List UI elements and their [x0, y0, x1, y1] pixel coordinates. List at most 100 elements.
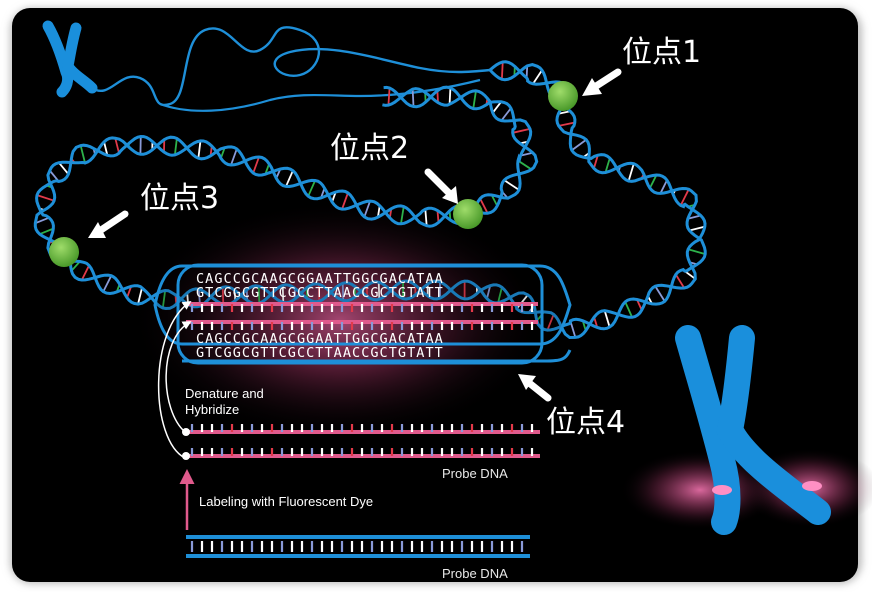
site-arrow-2 — [424, 168, 454, 198]
helix-rung — [103, 141, 109, 156]
probe-end-dot — [182, 428, 190, 436]
helix-rung — [58, 162, 70, 175]
site-label-2: 位点2 — [330, 131, 409, 166]
helix-rung — [387, 88, 391, 106]
dna-helix — [33, 60, 707, 340]
helix-rung — [448, 87, 452, 105]
helix-rung — [79, 145, 86, 164]
helix-rung — [252, 156, 260, 174]
helix-rung — [174, 138, 178, 155]
helix-rung — [532, 69, 543, 85]
helix-rung — [317, 284, 321, 302]
labeling-label: Labeling with Fluorescent Dye — [199, 494, 373, 509]
helix-rung — [500, 107, 512, 122]
probe-end-dot — [182, 452, 190, 460]
helix-rung — [687, 248, 706, 255]
helix-rung — [516, 294, 529, 310]
helix-rung — [558, 121, 576, 127]
helix-rung — [500, 61, 504, 80]
helix-rung — [363, 200, 371, 218]
helix-rung — [137, 287, 143, 305]
helix-rung — [341, 192, 349, 210]
probe-label-upper: Probe DNA — [442, 466, 508, 481]
site-arrow-4 — [524, 378, 552, 402]
bottom-probe-strand — [186, 535, 530, 558]
seq-top-b: CAGCCGCAAGCGGAATTGGCGACATAA — [196, 331, 444, 347]
helix-rung — [490, 194, 499, 207]
helix-rung — [571, 139, 587, 151]
site-arrow-3 — [94, 210, 129, 236]
seq-bottom-b: GTCGGCGTTCGCCTTAACCGCTGTATT — [196, 345, 444, 361]
helix-rung — [377, 282, 381, 300]
helix-rung — [102, 275, 113, 293]
site-marker-1 — [548, 81, 578, 111]
helix-rung — [689, 225, 706, 232]
seq-bottom-a: GTCGGCGTTCGCCTTAACCGCTGTATT — [196, 285, 444, 301]
helix-rung — [472, 90, 477, 109]
helix-rung — [546, 314, 555, 331]
lower-probe-strands — [182, 424, 540, 460]
helix-backbone-b — [33, 60, 707, 332]
helix-rung — [197, 140, 202, 159]
helix-rung — [230, 148, 238, 166]
site-arrows — [88, 68, 622, 402]
helix-rung — [675, 274, 685, 289]
helix-rung — [126, 286, 133, 298]
helix-rung — [687, 214, 701, 220]
helix-rung — [161, 290, 167, 309]
site-marker-2 — [453, 199, 483, 229]
helix-rung — [257, 286, 261, 304]
site-label-3: 位点3 — [140, 181, 219, 216]
helix-rung — [307, 180, 316, 197]
large-chromosome-icon — [675, 325, 831, 535]
helix-rung — [221, 287, 225, 305]
seq-top-a: CAGCCGCAAGCGGAATTGGCGACATAA — [196, 271, 444, 287]
helix-rung — [603, 310, 611, 328]
helix-rung — [114, 137, 120, 154]
helix-rung — [654, 285, 666, 302]
helix-rung — [604, 157, 611, 173]
site-label-4: 位点4 — [546, 405, 625, 440]
helix-rung — [649, 174, 658, 189]
helix-rung — [512, 127, 531, 134]
helix-rung — [411, 89, 415, 107]
helix-rung — [35, 216, 50, 225]
helix-rung — [400, 206, 405, 224]
helix-rung — [593, 154, 599, 169]
denature-label-line1: Denature and — [185, 386, 264, 401]
helix-rung — [558, 110, 571, 115]
helix-rung — [424, 209, 428, 226]
helix-rung — [341, 283, 345, 301]
helix-rung — [281, 285, 285, 303]
helix-rung — [679, 188, 690, 206]
helix-rung — [486, 285, 492, 299]
helix-rung — [497, 287, 503, 303]
helix-rung — [36, 194, 55, 202]
fluorescent-spot-right — [802, 481, 822, 491]
helix-rung — [81, 265, 90, 281]
small-chromosome-icon — [42, 20, 98, 98]
probe-label-lower: Probe DNA — [442, 566, 508, 581]
helix-rung — [627, 163, 635, 182]
helix-rung — [285, 170, 294, 187]
helix-rung — [491, 101, 502, 114]
site-label-1: 位点1 — [622, 35, 701, 70]
helix-rung — [525, 65, 529, 78]
box-probe-strands — [186, 302, 538, 330]
site-marker-3 — [49, 237, 79, 267]
helix-rung — [39, 227, 54, 235]
dna-thread — [91, 26, 491, 107]
helix-rung — [70, 260, 81, 272]
helix-rung — [479, 198, 489, 214]
helix-rung — [503, 179, 520, 191]
fluorescent-spot-left — [712, 485, 732, 495]
helix-rung — [659, 179, 668, 194]
helix-rung — [436, 90, 439, 103]
helix-rung — [624, 301, 633, 318]
denature-arrows — [157, 300, 192, 459]
helix-rung — [520, 151, 533, 157]
helix-rung — [436, 210, 440, 223]
pink-glow-chromosome-left — [620, 450, 780, 530]
denature-label-line2: Hybridize — [185, 402, 239, 417]
